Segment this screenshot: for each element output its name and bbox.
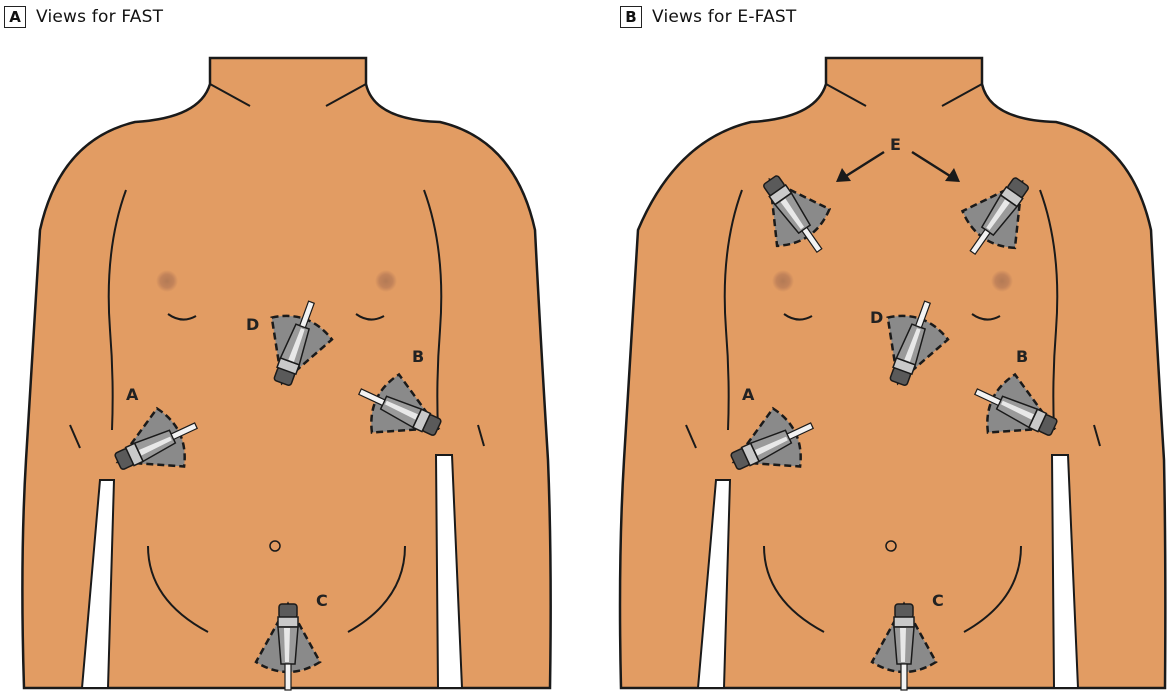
panel-b-badge: B [620,6,642,28]
panel-b-label-d: D [870,308,883,327]
panel-b-label-a: A [742,385,755,404]
panel-a-label-d: D [246,315,259,334]
panel-b-title: Views for E-FAST [652,7,797,27]
panel-a-title: Views for FAST [36,7,164,27]
panel-a-badge: A [4,6,26,28]
panel-b-label-e: E [890,135,901,154]
panel-a-label-b: B [412,347,424,366]
panel-a-header: A Views for FAST [4,4,163,30]
panel-b-label-c: C [932,591,944,610]
panel-a-label-a: A [126,385,139,404]
panel-b-header: B Views for E-FAST [620,4,796,30]
panel-b-label-b: B [1016,347,1028,366]
panel-a-label-c: C [316,591,328,610]
panel-b-arrows-e [836,150,960,182]
